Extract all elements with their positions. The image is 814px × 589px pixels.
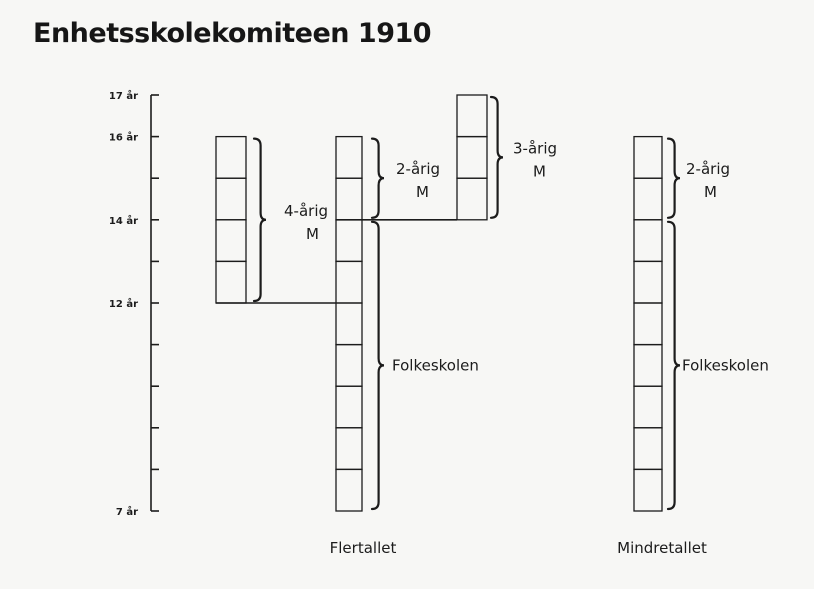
mi-m2-brace-label: 2-årig [686, 160, 730, 178]
year-cell [633, 177, 663, 221]
m3-brace [489, 95, 504, 219]
year-cell [633, 135, 663, 179]
fl-m2-brace-label: 2-årig [396, 160, 440, 178]
mi-folk-brace-label: Folkeskolen [682, 356, 769, 374]
fl-m2-brace [370, 137, 385, 219]
year-cell [456, 177, 488, 221]
year-cell [633, 468, 663, 512]
year-cell [215, 135, 247, 179]
m3-brace-sublabel: M [533, 162, 546, 180]
year-cell [633, 219, 663, 263]
axis-tick-label: 17 år [109, 89, 138, 102]
m3-brace-label: 3-årig [513, 139, 557, 157]
year-cell [215, 177, 247, 221]
column-label-mindretallet: Mindretallet [617, 539, 707, 557]
year-cell [633, 385, 663, 429]
fl-folk-brace [370, 220, 385, 511]
year-cell [335, 135, 363, 179]
year-cell [456, 135, 488, 179]
year-cell [335, 177, 363, 221]
m4-brace-sublabel: M [306, 225, 319, 243]
year-cell [335, 343, 363, 387]
mi-folk-brace [666, 220, 681, 511]
diagram-title: Enhetsskolekomiteen 1910 [33, 18, 432, 49]
axis-tick-label: 12 år [109, 297, 138, 310]
m4-brace [252, 137, 267, 303]
year-cell [335, 302, 363, 346]
year-cell [633, 427, 663, 471]
year-cell [215, 260, 247, 304]
axis-tick-label: 16 år [109, 131, 138, 144]
year-cell [335, 468, 363, 512]
fl-m2-brace-sublabel: M [416, 183, 429, 201]
year-cell [335, 260, 363, 304]
mi-m2-brace-sublabel: M [704, 183, 717, 201]
year-cell [215, 219, 247, 263]
year-cell [633, 343, 663, 387]
m4-brace-label: 4-årig [284, 202, 328, 220]
axis-tick-label: 7 år [116, 505, 138, 518]
year-cell [633, 302, 663, 346]
year-cell [456, 94, 488, 138]
year-cell [335, 219, 363, 263]
mi-m2-brace [666, 137, 681, 219]
year-cell [335, 385, 363, 429]
fl-folk-brace-label: Folkeskolen [392, 356, 479, 374]
year-cell [633, 260, 663, 304]
year-cell [335, 427, 363, 471]
column-label-flertallet: Flertallet [330, 539, 397, 557]
axis-tick-label: 14 år [109, 214, 138, 227]
